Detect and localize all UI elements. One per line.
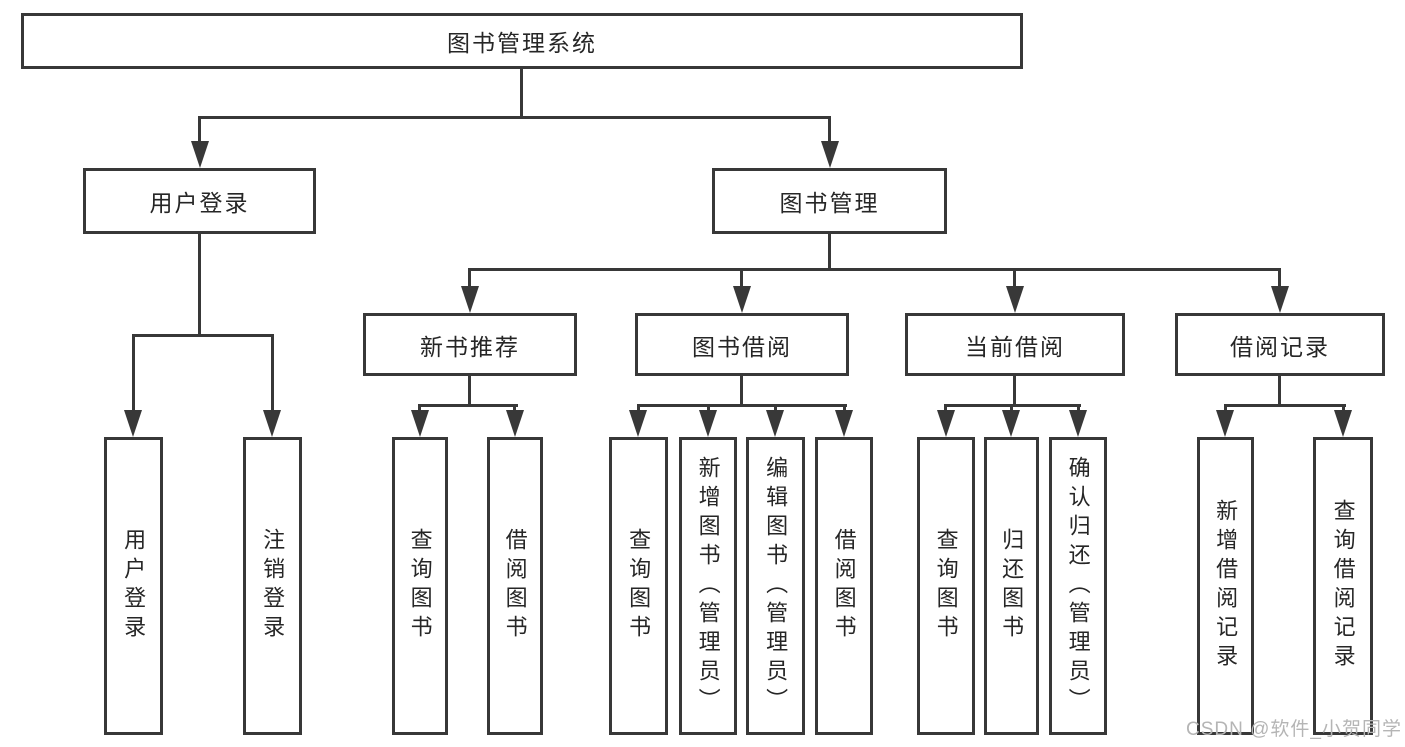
- arrow-to-new-book-icon: [461, 286, 479, 313]
- connector-user-login-bar: [132, 334, 274, 337]
- connector-root-vline: [520, 68, 523, 119]
- arrow-to-current-borrow-icon: [1006, 286, 1024, 313]
- csdn-watermark: CSDN @软件_小贺同学: [1186, 719, 1402, 740]
- connector-book-mgmt-vline: [828, 233, 831, 271]
- arrow-to-nb-borrow-icon: [506, 410, 524, 437]
- connector-stem-current-borrow: [1013, 268, 1016, 290]
- arrow-to-borrow-record-icon: [1271, 286, 1289, 313]
- connector-stem-borrow-record: [1278, 268, 1281, 290]
- connector-stem-br-add: [1224, 404, 1227, 414]
- arrow-to-nb-query-icon: [411, 410, 429, 437]
- arrow-to-br-query-icon: [1334, 410, 1352, 437]
- node-new-book-recommend: 新书推荐: [363, 313, 577, 376]
- connector-stem-leaf-logout: [271, 334, 274, 414]
- leaf-cb-return-books: 归还图书: [984, 437, 1039, 735]
- connector-stem-br-query: [1342, 404, 1345, 414]
- connector-borrow-record-vline: [1278, 376, 1281, 407]
- leaf-nb-query-books: 查询图书: [392, 437, 448, 735]
- node-book-borrow: 图书借阅: [635, 313, 849, 376]
- leaf-bb-edit-books-admin: 编辑图书（管理员）: [746, 437, 805, 735]
- leaf-cb-confirm-return-admin: 确认归还（管理员）: [1049, 437, 1107, 735]
- leaf-cb-query-books: 查询图书: [917, 437, 975, 735]
- arrow-to-user-login-icon: [191, 141, 209, 168]
- leaf-logout: 注销登录: [243, 437, 302, 735]
- arrow-to-cb-confirm-icon: [1069, 410, 1087, 437]
- leaf-user-login: 用户登录: [104, 437, 163, 735]
- connector-stem-book-borrow: [740, 268, 743, 290]
- arrow-to-book-mgmt-icon: [821, 141, 839, 168]
- arrow-to-br-add-icon: [1216, 410, 1234, 437]
- connector-user-login-vline: [198, 233, 201, 337]
- arrow-to-cb-query-icon: [937, 410, 955, 437]
- arrow-to-bb-edit-icon: [766, 410, 784, 437]
- leaf-nb-borrow-books: 借阅图书: [487, 437, 543, 735]
- connector-stem-book-mgmt: [828, 116, 831, 144]
- node-book-mgmt: 图书管理: [712, 168, 947, 234]
- connector-stem-new-book: [468, 268, 471, 290]
- node-borrow-record: 借阅记录: [1175, 313, 1385, 376]
- connector-stem-bb-borrow: [843, 404, 846, 414]
- connector-stem-bb-edit: [774, 404, 777, 414]
- connector-stem-cb-return: [1010, 404, 1013, 414]
- leaf-bb-add-books-admin: 新增图书（管理员）: [679, 437, 737, 735]
- connector-stem-cb-confirm: [1077, 404, 1080, 414]
- connector-new-book-bar: [418, 404, 518, 407]
- node-current-borrow: 当前借阅: [905, 313, 1125, 376]
- leaf-bb-borrow-books: 借阅图书: [815, 437, 873, 735]
- arrow-to-bb-add-icon: [699, 410, 717, 437]
- node-root: 图书管理系统: [21, 13, 1023, 69]
- connector-stem-leaf-login: [132, 334, 135, 414]
- arrow-to-leaf-login-icon: [124, 410, 142, 437]
- leaf-br-add-record: 新增借阅记录: [1197, 437, 1254, 735]
- connector-book-borrow-bar: [637, 404, 847, 407]
- node-user-login: 用户登录: [83, 168, 316, 234]
- leaf-bb-query-books: 查询图书: [609, 437, 668, 735]
- connector-borrow-record-bar: [1224, 404, 1346, 407]
- connector-stem-bb-query: [637, 404, 640, 414]
- arrow-to-cb-return-icon: [1002, 410, 1020, 437]
- leaf-br-query-record: 查询借阅记录: [1313, 437, 1373, 735]
- connector-stem-nb-query: [418, 404, 421, 414]
- connector-stem-nb-borrow: [513, 404, 516, 414]
- arrow-to-bb-query-icon: [629, 410, 647, 437]
- arrow-to-leaf-logout-icon: [263, 410, 281, 437]
- connector-stem-user-login: [198, 116, 201, 144]
- arrow-to-book-borrow-icon: [733, 286, 751, 313]
- connector-stem-cb-query: [944, 404, 947, 414]
- connector-book-borrow-vline: [740, 376, 743, 407]
- arrow-to-bb-borrow-icon: [835, 410, 853, 437]
- connector-stem-bb-add: [707, 404, 710, 414]
- connector-new-book-vline: [468, 376, 471, 407]
- connector-current-borrow-vline: [1013, 376, 1016, 407]
- connector-level2-bar: [198, 116, 831, 119]
- connector-level3-bar: [468, 268, 1281, 271]
